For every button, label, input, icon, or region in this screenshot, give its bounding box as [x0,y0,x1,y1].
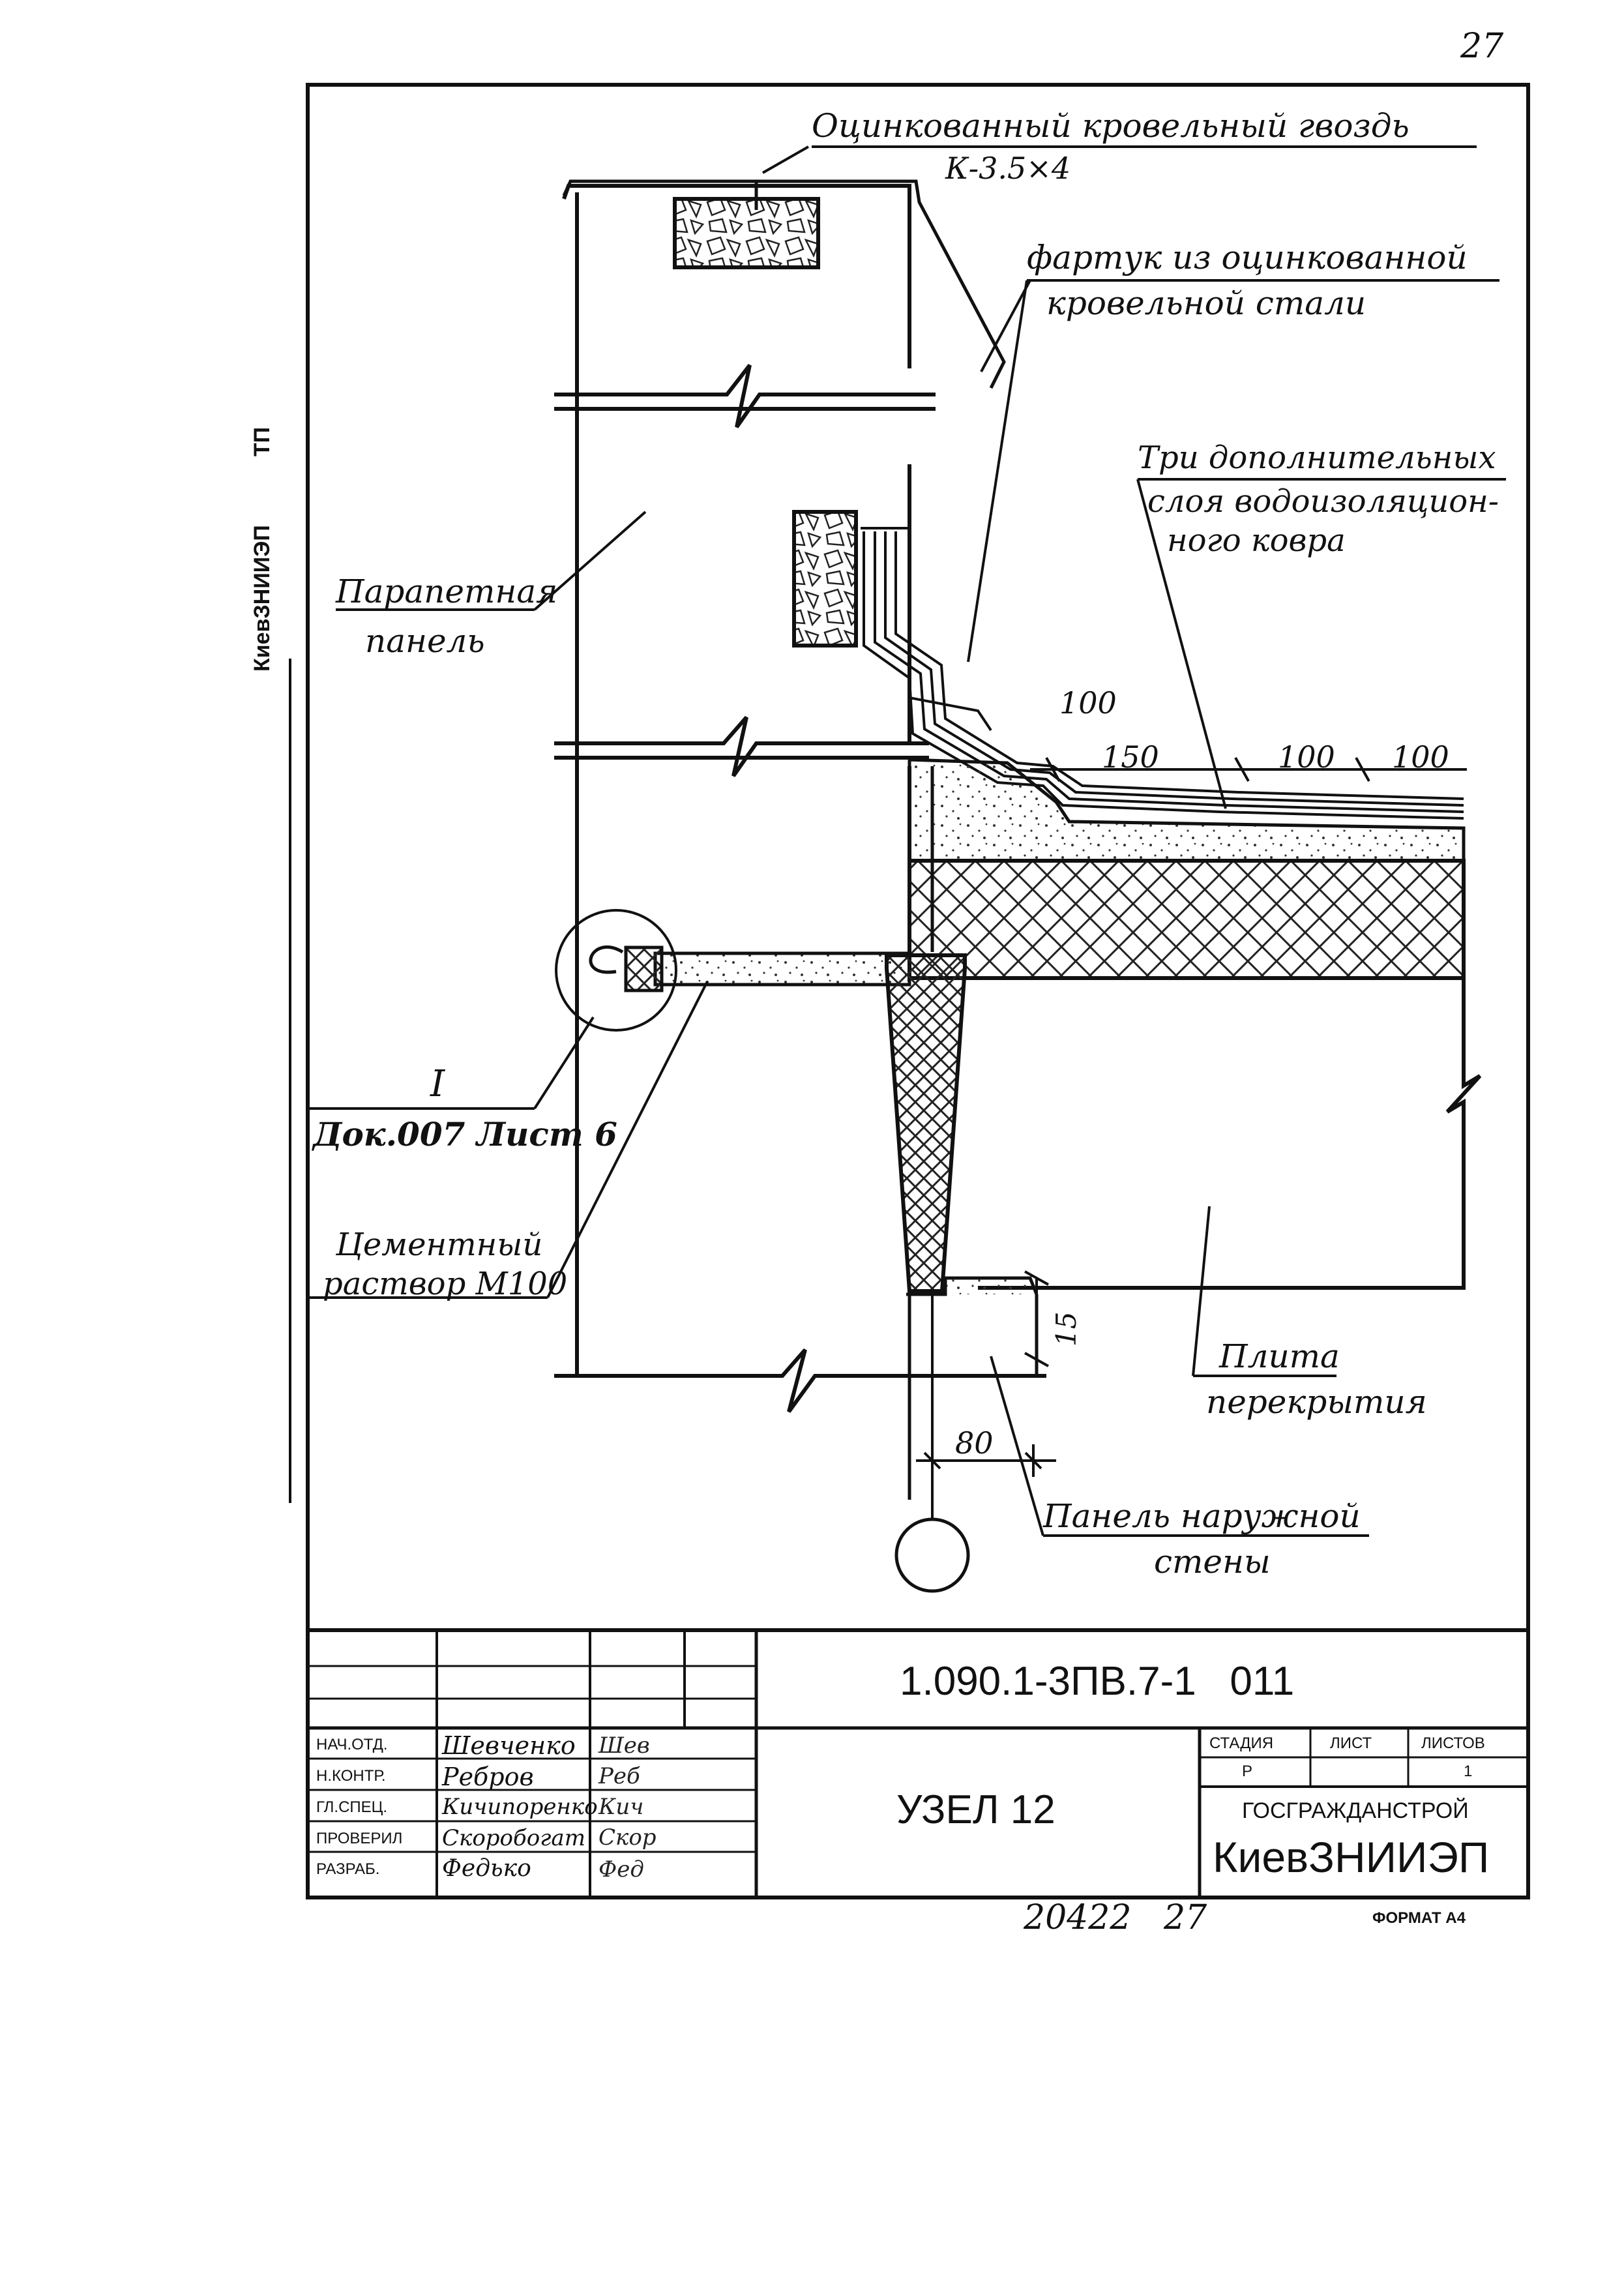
mortar-label-line1: Цементный [336,1227,543,1263]
signature-1: Реб [598,1763,640,1789]
org-line2: КиевЗНИИЭП [1213,1833,1490,1881]
sheets-value: 1 [1464,1763,1473,1780]
signature-4: Фед [598,1856,644,1883]
inventory-number: 20422 27 [1024,1898,1207,1937]
wall-label-line2: стены [1154,1543,1271,1581]
parapet-label-line1: Парапетная [336,573,558,610]
side-stamp-tp: ТП [250,426,274,456]
name-1: Ребров [442,1763,534,1791]
wooden-insert-mid [792,510,858,647]
layers-label-line1: Три дополнительных [1138,439,1496,476]
name-4: Федько [442,1855,531,1882]
stage-value: Р [1242,1763,1253,1780]
dim-100-mid: 100 [1278,739,1335,775]
parapet-label-line2: панель [365,622,485,660]
slab-label-line2: перекрытия [1206,1383,1427,1421]
signature-0: Шев [598,1733,650,1759]
floor-slab [958,976,1482,1290]
role-1: Н.КОНТР. [316,1767,386,1785]
stage-header: СТАДИЯ [1209,1734,1274,1752]
dimension-lines [916,757,1467,1477]
layers-label-line3: ного ковра [1167,522,1346,559]
apron-label-line1: фартук из оцинкованной [1027,239,1468,276]
roof-insulation [908,859,1466,980]
format-label: ФОРМАТ А4 [1372,1909,1466,1927]
mortar-label-line2: раствор М100 [323,1266,568,1302]
dim-80: 80 [955,1425,994,1461]
dim-100-top: 100 [1059,685,1117,721]
role-3: ПРОВЕРИЛ [316,1830,403,1847]
signature-3: Скор [598,1824,657,1851]
page-number: 27 [1460,27,1504,66]
sheet-frame [306,83,1530,1899]
drawing-code: 1.090.1-3ПВ.7-1 011 [900,1659,1295,1704]
name-0: Шевченко [442,1731,576,1760]
apron-label-line2: кровельной стали [1046,284,1366,322]
side-stamp: КиевЗНИИЭП [250,525,274,672]
role-0: НАЧ.ОТД. [316,1736,388,1753]
leader-lines [310,145,1506,1537]
role-4: РАЗРАБ. [316,1860,380,1878]
dim-100-right: 100 [1392,739,1449,775]
drawing-title: УЗЕЛ 12 [896,1787,1056,1832]
sheet-header: ЛИСТ [1330,1734,1372,1752]
nail-size: К-3.5×4 [945,151,1071,186]
title-block-grid [308,1628,1528,1898]
detail-callout-circle [555,909,677,1032]
axis-marker [894,1517,970,1593]
wall-label-line1: Панель наружной [1043,1497,1361,1535]
apron-lower-flashing [861,527,992,732]
role-2: ГЛ.СПЕЦ. [316,1798,388,1816]
wooden-insert-top [673,197,820,269]
dim-15: 15 [1050,1311,1082,1347]
outer-wall-wedge [885,953,967,1293]
name-3: Скоробогат [442,1825,585,1851]
gasket-curl [589,945,624,974]
mortar-joint [653,951,911,987]
name-2: Кичипоренко [442,1794,598,1820]
sealant-gasket [624,945,664,992]
layers-label-line2: слоя водоизоляцион- [1147,483,1499,520]
sheets-header: ЛИСТОВ [1421,1734,1485,1752]
slab-label-line1: Плита [1219,1337,1340,1375]
callout-reference: Док.007 Лист 6 [313,1115,617,1153]
dim-150: 150 [1102,739,1159,775]
signature-2: Кич [598,1794,644,1820]
nail-label: Оцинкованный кровельный гвоздь [812,107,1410,145]
org-line1: ГОСГРАЖДАНСТРОЙ [1242,1798,1469,1823]
steel-apron [562,179,1006,389]
callout-number: I [430,1063,445,1105]
